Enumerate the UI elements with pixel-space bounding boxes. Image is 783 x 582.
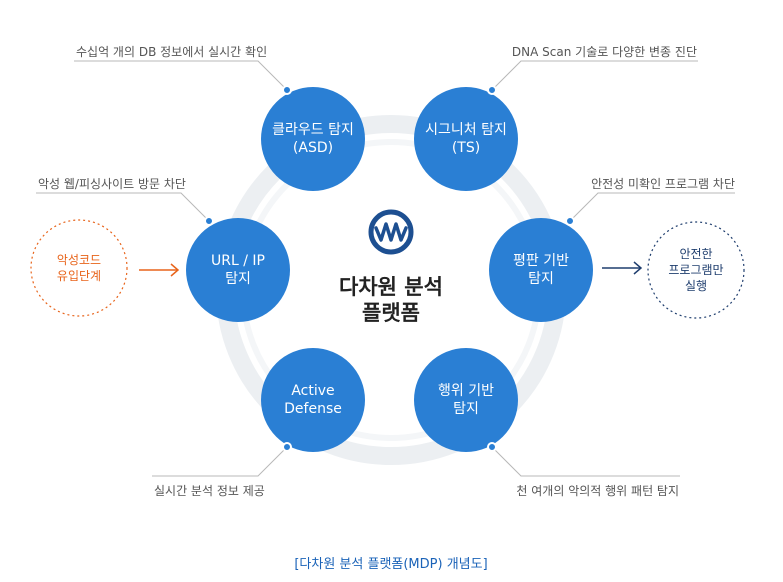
- dot-signature: [487, 85, 497, 95]
- annotation-signature: DNA Scan 기술로 다양한 변종 진단: [511, 45, 697, 59]
- node-behavior-line1: 행위 기반: [438, 383, 494, 399]
- center-title-line1: 다차원 분석: [339, 275, 443, 299]
- node-reputation: [489, 218, 593, 322]
- wave-logo-icon: [368, 209, 414, 255]
- annotation-active: 실시간 분석 정보 제공: [154, 484, 265, 498]
- dot-active: [282, 442, 292, 452]
- node-urlip: [186, 218, 290, 322]
- leader-cloud: [74, 60, 288, 91]
- node-cloud-line1: 클라우드 탐지: [272, 122, 354, 138]
- diagram-caption: [다차원 분석 플랫폼(MDP) 개념도]: [294, 557, 488, 572]
- dot-urlip: [204, 216, 214, 226]
- dot-behavior: [487, 442, 497, 452]
- node-urlip-line1: URL / IP: [211, 253, 265, 269]
- node-signature-line2: (TS): [451, 140, 481, 156]
- annotation-behavior: 천 여개의 악의적 행위 패턴 탐지: [516, 484, 679, 498]
- center-title-line2: 플랫폼: [362, 301, 420, 325]
- node-signature: [414, 87, 518, 191]
- input-circle: [30, 219, 128, 317]
- annotation-urlip: 악성 웹/피싱사이트 방문 차단: [38, 177, 186, 191]
- node-cloud-label: 클라우드 탐지 (ASD): [258, 121, 368, 157]
- output-line2: 프로그램만: [668, 263, 724, 277]
- output-line3: 실행: [684, 279, 708, 293]
- node-cloud: [261, 87, 365, 191]
- node-reputation-line2: 탐지: [528, 271, 554, 287]
- node-signature-label: 시그니처 탐지 (TS): [411, 121, 521, 157]
- node-signature-line1: 시그니처 탐지: [425, 122, 507, 138]
- annotation-reputation: 안전성 미확인 프로그램 차단: [591, 177, 735, 191]
- node-reputation-label: 평판 기반 탐지: [486, 252, 596, 288]
- node-cloud-line2: (ASD): [292, 140, 334, 156]
- node-active-line2: Defense: [284, 401, 342, 417]
- input-line2: 유입단계: [56, 269, 102, 283]
- node-reputation-line1: 평판 기반: [513, 253, 569, 269]
- node-active-line1: Active: [291, 383, 335, 399]
- input-line1: 악성코드: [56, 253, 102, 267]
- output-circle: [647, 221, 745, 319]
- output-line1: 안전한: [679, 247, 713, 261]
- node-urlip-line2: 탐지: [225, 271, 251, 287]
- leader-urlip: [36, 192, 210, 222]
- annotation-cloud: 수십억 개의 DB 정보에서 실시간 확인: [76, 45, 268, 59]
- dot-reputation: [565, 216, 575, 226]
- leader-signature: [491, 60, 698, 91]
- node-behavior-line2: 탐지: [453, 401, 479, 417]
- input-arrow-head: [170, 263, 180, 277]
- node-active-label: Active Defense: [258, 382, 368, 418]
- center-title: 다차원 분석 플랫폼: [311, 274, 471, 326]
- node-active: [261, 348, 365, 452]
- leader-active: [152, 446, 288, 477]
- leader-reputation: [569, 192, 735, 222]
- node-behavior-label: 행위 기반 탐지: [411, 382, 521, 418]
- node-urlip-label: URL / IP 탐지: [183, 252, 293, 288]
- output-arrow-head: [633, 261, 643, 275]
- dot-cloud: [282, 85, 292, 95]
- output-label: 안전한 프로그램만 실행: [656, 246, 736, 294]
- node-behavior: [414, 348, 518, 452]
- input-label: 악성코드 유입단계: [39, 252, 119, 284]
- leader-behavior: [491, 446, 680, 477]
